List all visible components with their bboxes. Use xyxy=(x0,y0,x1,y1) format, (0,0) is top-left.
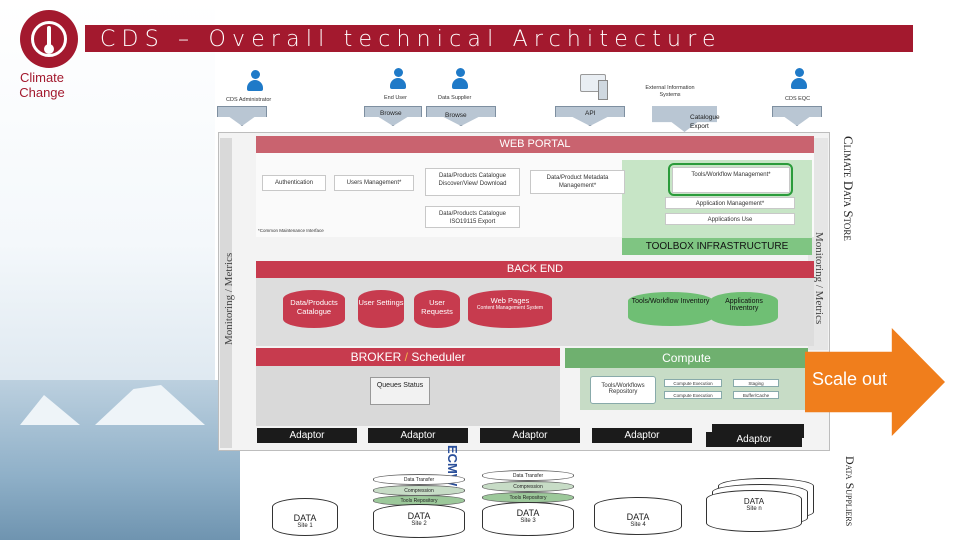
api-label: API xyxy=(585,110,596,117)
admin-label: CDS Administrator xyxy=(226,97,272,103)
eqc-user-icon xyxy=(791,68,807,90)
thermometer-bulb-icon xyxy=(44,44,54,54)
compute-exec-1: Compute Execution xyxy=(664,379,722,387)
data-site-2-label: DATA xyxy=(407,511,431,521)
data-site-1-name: Site 1 xyxy=(297,523,313,529)
eqc-label: CDS EQC xyxy=(785,96,811,102)
tools-inventory-db: Tools/Workflow Inventory xyxy=(628,292,713,326)
authentication-box: Authentication xyxy=(262,175,326,191)
adaptor-4: Adaptor xyxy=(592,428,692,443)
catalogue-db-label: Data/Products Catalogue xyxy=(290,298,338,316)
adaptor-1: Adaptor xyxy=(257,428,357,443)
requests-db-label: User Requests xyxy=(421,298,453,316)
cms-label: Content Management System xyxy=(476,305,544,311)
adaptor-5: Adaptor xyxy=(706,432,802,447)
data-site-3-label: DATA xyxy=(516,508,540,518)
supplier-user-icon xyxy=(452,68,468,90)
requests-db: User Requests xyxy=(414,290,460,328)
monitoring-left-label: Monitoring / Metrics xyxy=(223,252,235,345)
tools-repository-box: Tools/Workflows Repository xyxy=(590,376,656,404)
data-site-n-name: Site n xyxy=(746,506,762,512)
supplier-label: Data Supplier xyxy=(438,95,472,101)
tools-workflow-box: Tools/Workflow Management* xyxy=(672,167,790,193)
compute-exec-2: Compute Execution xyxy=(664,391,722,399)
app-management-box: Application Management* xyxy=(665,197,795,209)
app-use-box: Applications Use xyxy=(665,213,795,225)
settings-db: User Settings xyxy=(358,290,404,328)
site3-compression-layer: Compression xyxy=(482,481,574,492)
apps-inventory-db: Applications Inventory xyxy=(710,292,778,326)
admin-arrow xyxy=(217,106,267,126)
end-user-label: End User xyxy=(384,95,407,101)
web-portal-bar: WEB PORTAL xyxy=(256,136,814,153)
broker-bar: BROKER / Scheduler xyxy=(256,348,560,366)
monitoring-strip-left xyxy=(220,138,232,448)
title-bar xyxy=(85,25,913,52)
server-icon xyxy=(598,80,608,100)
back-end-bar: BACK END xyxy=(256,261,814,278)
external-label: External Information Systems xyxy=(645,85,695,98)
climate-data-store-label: Climate Data Store xyxy=(841,136,856,241)
data-site-4-label: DATA xyxy=(626,512,650,522)
compute-bar: Compute xyxy=(565,348,808,368)
catalogue-export-label: Catalogue Export xyxy=(690,114,720,130)
data-catalogue-box: Data/Products Catalogue Discover/View/ D… xyxy=(425,168,520,196)
site2-transfer-layer: Data Transfer xyxy=(373,474,465,485)
data-site-3-name: Site 3 xyxy=(520,518,536,524)
metadata-box: Data/Product Metadata Management* xyxy=(530,170,625,194)
data-site-2-name: Site 2 xyxy=(411,521,427,527)
data-site-1-label: DATA xyxy=(293,513,317,523)
browse-label-2: Browse xyxy=(445,112,467,119)
web-pages-label: Web Pages xyxy=(490,296,530,305)
brand-label: Climate Change xyxy=(19,70,65,100)
catalogue-export-box: Data/Products Catalogue ISO19115 Export xyxy=(425,206,520,228)
data-site-n-label: DATA xyxy=(743,497,765,506)
scale-out-label: Scale out xyxy=(812,369,888,389)
logo-ring xyxy=(31,21,67,57)
thermometer-icon xyxy=(47,26,51,48)
scheduler-title: Scheduler xyxy=(411,350,466,364)
adaptor-3: Adaptor xyxy=(480,428,580,443)
browse-label-1: Browse xyxy=(380,110,402,117)
users-management-box: Users Management* xyxy=(334,175,414,191)
monitoring-right-label: Monitoring / Metrics xyxy=(813,232,825,325)
page-title: CDS – Overall technical Architecture xyxy=(100,27,722,52)
staging-box: Staging xyxy=(733,379,779,387)
adaptor-2: Adaptor xyxy=(368,428,468,443)
broker-title: BROKER xyxy=(350,350,402,364)
buffer-box: Buffer/Cache xyxy=(733,391,779,399)
data-site-4-name: Site 4 xyxy=(630,522,646,528)
footnote: *Common Maintenance Interface xyxy=(258,228,324,233)
admin-user-icon xyxy=(247,70,263,92)
eqc-arrow xyxy=(772,106,822,126)
end-user-icon xyxy=(390,68,406,90)
toolbox-bar: TOOLBOX INFRASTRUCTURE xyxy=(622,238,812,255)
data-suppliers-label: Data Suppliers xyxy=(843,456,857,527)
tools-workflow-highlight xyxy=(668,163,793,196)
site3-transfer-layer: Data Transfer xyxy=(482,470,574,481)
settings-db-label: User Settings xyxy=(358,298,404,307)
queues-status-box: Queues Status xyxy=(370,377,430,405)
catalogue-db: Data/Products Catalogue xyxy=(283,290,345,328)
broker-separator: / xyxy=(401,350,412,364)
